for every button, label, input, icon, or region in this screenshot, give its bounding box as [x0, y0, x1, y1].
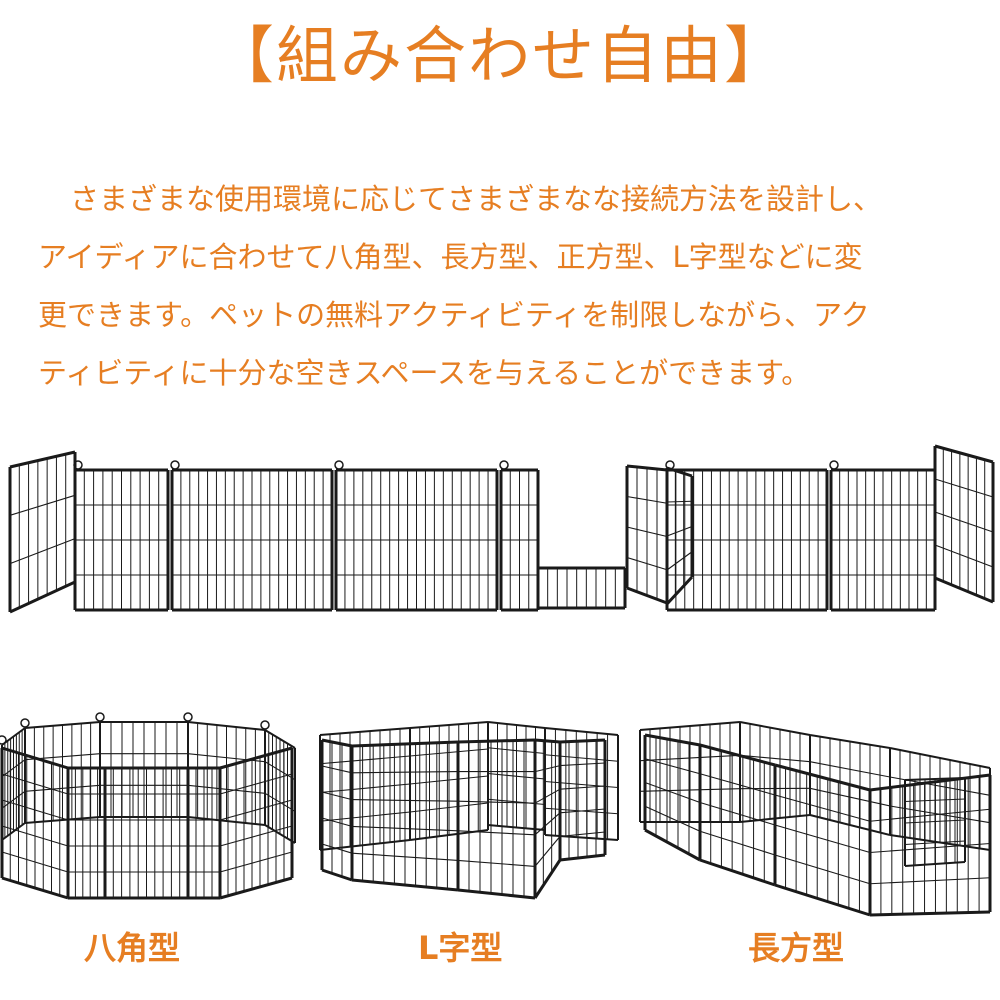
description: さまざまな使用環境に応じてさまざまなな接続方法を設計し、 アイディアに合わせて八… — [38, 170, 968, 402]
l-shape-pen-image — [319, 721, 619, 900]
rectangle-pen-image — [639, 721, 992, 917]
description-line: アイディアに合わせて八角型、長方型、正方型、L字型などに変 — [38, 240, 863, 274]
description-line: ティビティに十分な空きスペースを与えることができます。 — [38, 356, 811, 390]
octagon-label: 八角型 — [84, 929, 181, 967]
fence-line-image — [8, 444, 995, 614]
octagon-pen-image — [0, 712, 296, 900]
l-shape-label: L字型 — [418, 929, 503, 967]
description-line: さまざまな使用環境に応じてさまざまなな接続方法を設計し、 — [70, 182, 883, 216]
rectangle-label: 長方型 — [748, 929, 845, 967]
page-title: 【組み合わせ自由】 — [211, 19, 788, 92]
description-line: 更できます。ペットの無料アクティビティを制限しながら、アク — [38, 298, 870, 332]
